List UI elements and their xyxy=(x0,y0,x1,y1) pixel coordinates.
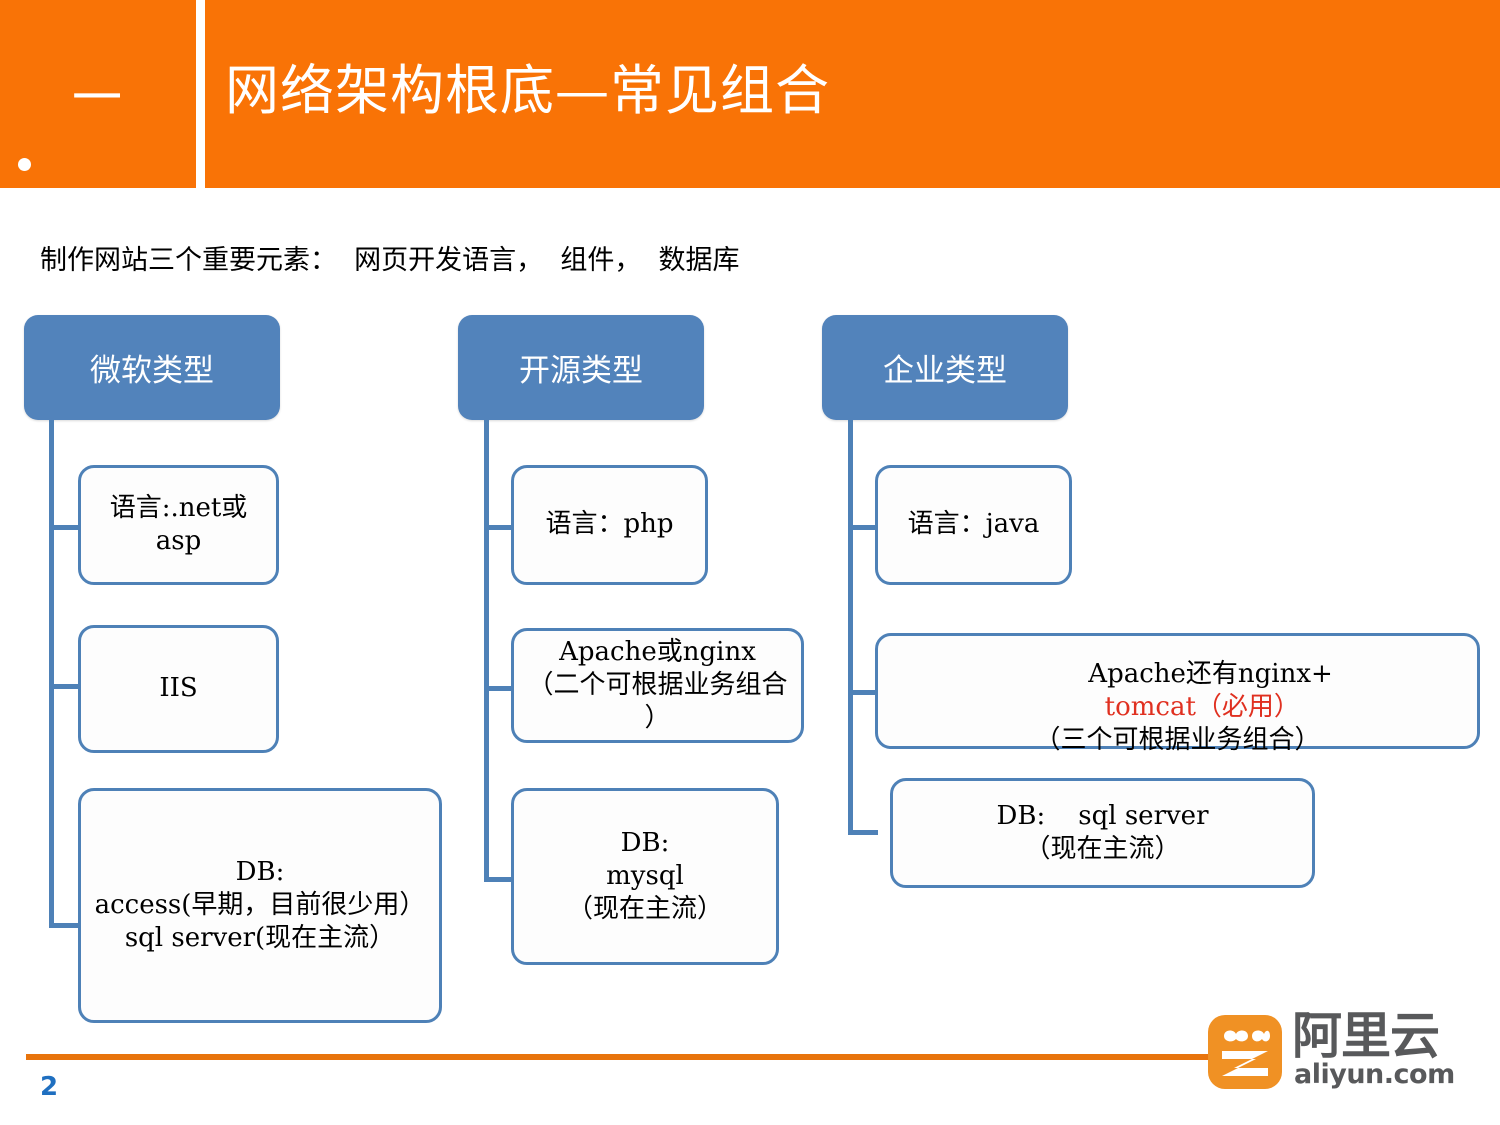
node-line: 语言:.net或 xyxy=(109,492,248,523)
node-microsoft-database[interactable]: DB: access(早期，目前很少用） sql server(现在主流） xyxy=(78,788,442,1023)
node-enterprise-language[interactable]: 语言：java xyxy=(875,465,1072,585)
node-line: 语言：php xyxy=(545,509,674,540)
footer-divider xyxy=(26,1054,1256,1060)
node-line-rich: Apache还有nginx+ tomcat（必用） xyxy=(1022,624,1333,724)
page-number: 2 xyxy=(40,1072,59,1102)
node-microsoft-language[interactable]: 语言:.net或 asp xyxy=(78,465,279,585)
node-line: ） xyxy=(644,703,671,734)
connector-stub-enterprise-3 xyxy=(848,830,878,835)
connector-stub-microsoft-1 xyxy=(49,525,81,530)
node-opensource-webserver[interactable]: Apache或nginx （二个可根据业务组合 ） xyxy=(511,628,804,743)
node-opensource-language[interactable]: 语言：php xyxy=(511,465,708,585)
node-microsoft-webserver[interactable]: IIS xyxy=(78,625,279,753)
connector-stub-opensource-1 xyxy=(484,525,514,530)
node-line: （二个可根据业务组合 xyxy=(527,669,788,700)
node-line: （三个可根据业务组合） xyxy=(1034,725,1321,756)
node-line: sql server(现在主流） xyxy=(124,923,396,954)
connector-stub-microsoft-3 xyxy=(49,923,81,928)
aliyun-logo: 阿里云 aliyun.com xyxy=(1208,1007,1488,1093)
node-enterprise-database[interactable]: DB: sql server （现在主流） xyxy=(890,778,1315,888)
node-text-red: tomcat（必用） xyxy=(1104,692,1300,722)
column-header-label: 开源类型 xyxy=(519,353,643,389)
node-line: asp xyxy=(155,526,202,556)
header-number: 一 xyxy=(72,69,124,127)
column-header-label: 企业类型 xyxy=(883,353,1007,389)
aliyun-logo-cn: 阿里云 xyxy=(1292,1007,1440,1065)
subtitle-text: 制作网站三个重要元素： 网页开发语言， 组件， 数据库 xyxy=(40,245,740,276)
aliyun-logo-en: aliyun.com xyxy=(1294,1059,1455,1090)
page-title: 网络架构根底—常见组合 xyxy=(225,59,830,122)
connector-stub-opensource-2 xyxy=(484,686,514,691)
column-header-microsoft[interactable]: 微软类型 xyxy=(24,315,280,420)
connector-trunk-microsoft xyxy=(49,420,54,928)
connector-stub-enterprise-1 xyxy=(848,525,878,530)
node-line: 语言：java xyxy=(907,509,1040,540)
node-opensource-database[interactable]: DB: mysql （现在主流） xyxy=(511,788,779,965)
node-text-black: Apache还有nginx+ xyxy=(1088,658,1333,689)
column-header-enterprise[interactable]: 企业类型 xyxy=(822,315,1068,420)
node-line: （现在主流） xyxy=(1024,834,1181,864)
node-line: access(早期，目前很少用） xyxy=(94,889,426,920)
node-line: DB: sql server xyxy=(996,800,1209,831)
column-header-opensource[interactable]: 开源类型 xyxy=(458,315,704,420)
connector-trunk-enterprise xyxy=(848,420,853,835)
aliyun-cloud-icon xyxy=(1208,1015,1282,1089)
node-line: mysql xyxy=(606,860,684,891)
connector-stub-microsoft-2 xyxy=(49,684,81,689)
bullet-dot-icon xyxy=(18,158,31,171)
node-line: IIS xyxy=(159,673,198,704)
node-line: DB: xyxy=(620,827,670,858)
column-header-label: 微软类型 xyxy=(90,353,214,389)
header-number-block: 一 xyxy=(0,0,196,188)
node-line: （现在主流） xyxy=(566,894,723,925)
connector-stub-enterprise-2 xyxy=(848,690,878,695)
connector-trunk-opensource xyxy=(484,420,489,882)
node-line: DB: xyxy=(235,856,285,887)
header-title-block: 网络架构根底—常见组合 xyxy=(205,0,1500,188)
node-line: Apache或nginx xyxy=(559,636,756,667)
connector-stub-opensource-3 xyxy=(484,877,514,882)
node-enterprise-webserver[interactable]: Apache还有nginx+ tomcat（必用） （三个可根据业务组合） xyxy=(875,633,1480,755)
